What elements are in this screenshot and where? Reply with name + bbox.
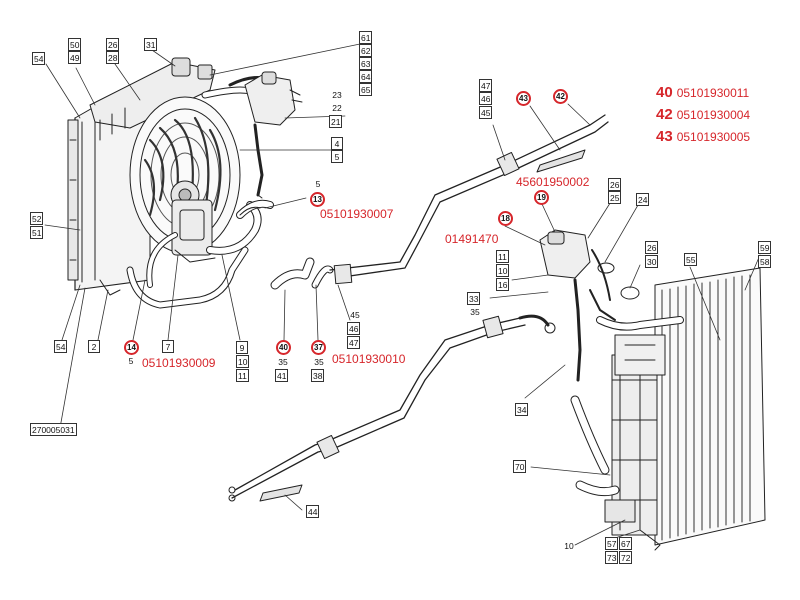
loose-hose-40-37 xyxy=(270,257,334,290)
label-11: 11 xyxy=(496,250,509,263)
label-5: 5 xyxy=(331,150,343,163)
label-67: 67 xyxy=(619,537,633,550)
label-30: 30 xyxy=(645,255,659,268)
label-58: 58 xyxy=(758,255,772,268)
label-45: 45 xyxy=(479,106,493,119)
label-25: 25 xyxy=(608,191,622,204)
callout-37[interactable]: 37 xyxy=(311,340,326,355)
label-54: 54 xyxy=(32,52,46,65)
label-4: 4 xyxy=(331,137,343,150)
label-70: 70 xyxy=(513,460,527,473)
label-26: 26 xyxy=(645,241,659,254)
part-number-18: 01491470 xyxy=(445,232,499,246)
label-61: 61 xyxy=(359,31,373,44)
part-number-37: 05101930010 xyxy=(332,352,406,366)
label-24: 24 xyxy=(636,193,650,206)
label-44: 44 xyxy=(306,505,320,518)
coolant-pipes xyxy=(228,114,609,502)
label-10: 10 xyxy=(496,264,510,277)
label-9: 9 xyxy=(236,341,248,354)
callout-13[interactable]: 13 xyxy=(310,192,325,207)
label-28: 28 xyxy=(106,51,120,64)
part-number-43: 45601950002 xyxy=(516,175,590,189)
label-47: 47 xyxy=(479,79,493,92)
label-46: 46 xyxy=(479,92,493,105)
label-31: 31 xyxy=(144,38,158,51)
callout-42[interactable]: 42 xyxy=(553,89,568,104)
label-64: 64 xyxy=(359,70,373,83)
label-10: 10 xyxy=(236,355,250,368)
part-number-14: 05101930009 xyxy=(142,356,216,370)
callout-19[interactable]: 19 xyxy=(534,190,549,205)
label-45: 45 xyxy=(350,310,360,320)
legend-part-number: 05101930011 xyxy=(676,86,750,100)
legend-part-number: 05101930004 xyxy=(676,108,751,122)
label-73: 73 xyxy=(605,551,619,564)
label-62: 62 xyxy=(359,44,373,57)
label-63: 63 xyxy=(359,57,373,70)
label-35: 35 xyxy=(278,357,288,367)
label-2: 2 xyxy=(88,340,100,353)
callout-43[interactable]: 43 xyxy=(516,91,531,106)
label-51: 51 xyxy=(30,226,44,239)
legend-part-number: 05101930005 xyxy=(676,130,751,144)
label-16: 16 xyxy=(496,278,510,291)
callout-14[interactable]: 14 xyxy=(124,340,139,355)
legend-key: 43 xyxy=(656,128,673,145)
label-270005031: 270005031 xyxy=(30,423,77,436)
leader-lines xyxy=(44,43,761,546)
label-59: 59 xyxy=(758,241,772,254)
label-57: 57 xyxy=(605,537,619,550)
label-49: 49 xyxy=(68,51,82,64)
label-46: 46 xyxy=(347,322,361,335)
callout-40[interactable]: 40 xyxy=(276,340,291,355)
label-26: 26 xyxy=(608,178,622,191)
label-26: 26 xyxy=(106,38,120,51)
label-72: 72 xyxy=(619,551,633,564)
part-number-13: 05101930007 xyxy=(320,207,394,221)
label-65: 65 xyxy=(359,83,373,96)
label-54: 54 xyxy=(54,340,68,353)
label-35: 35 xyxy=(470,307,480,317)
label-5: 5 xyxy=(128,356,134,366)
callout-18[interactable]: 18 xyxy=(498,211,513,226)
tag-plates xyxy=(259,149,586,502)
label-7: 7 xyxy=(162,340,174,353)
legend-key: 40 xyxy=(656,84,673,101)
label-11: 11 xyxy=(236,369,249,382)
label-38: 38 xyxy=(311,369,325,382)
label-5: 5 xyxy=(315,179,321,189)
label-41: 41 xyxy=(275,369,289,382)
label-23: 23 xyxy=(332,90,342,100)
legend-key: 42 xyxy=(656,106,673,123)
label-34: 34 xyxy=(515,403,529,416)
label-52: 52 xyxy=(30,212,44,225)
label-55: 55 xyxy=(684,253,698,266)
left-radiator-assembly xyxy=(67,57,303,309)
label-50: 50 xyxy=(68,38,82,51)
label-22: 22 xyxy=(332,103,342,113)
label-10: 10 xyxy=(564,541,574,551)
label-21: 21 xyxy=(329,115,343,128)
label-35: 35 xyxy=(314,357,324,367)
right-radiator-assembly xyxy=(539,229,766,551)
label-33: 33 xyxy=(467,292,481,305)
label-47: 47 xyxy=(347,336,361,349)
